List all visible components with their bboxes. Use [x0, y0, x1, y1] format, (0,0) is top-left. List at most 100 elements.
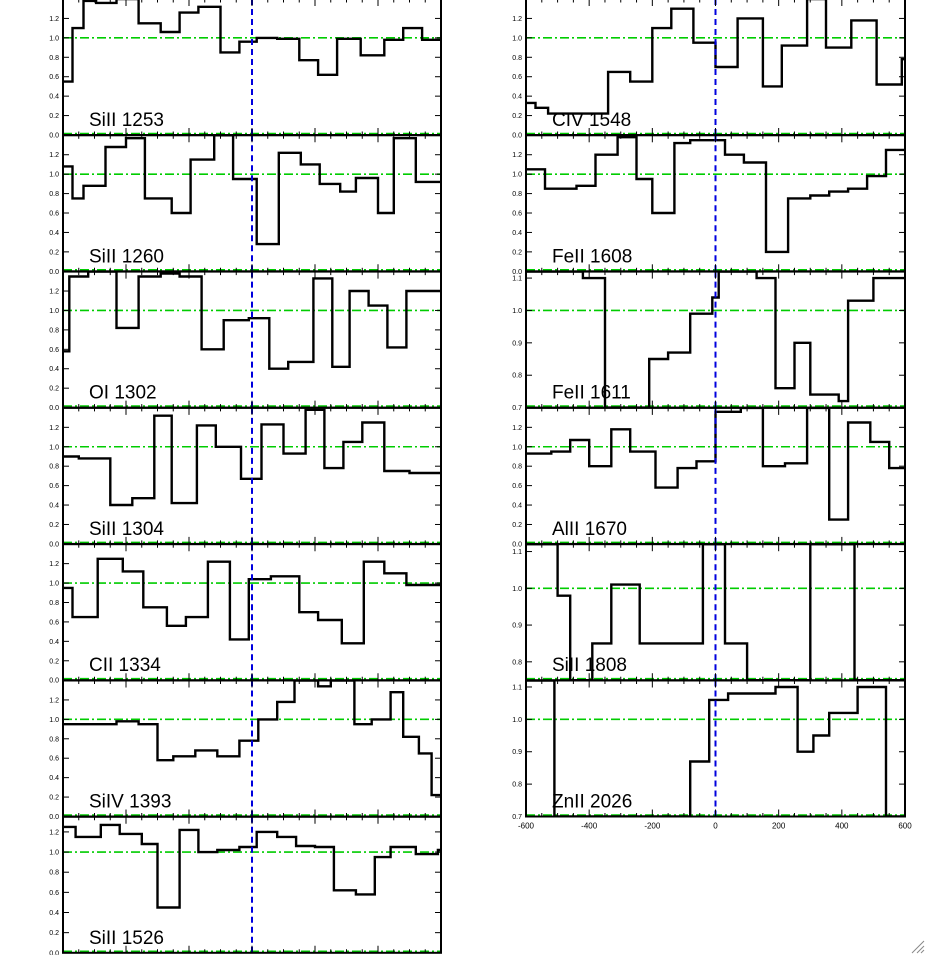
y-tick-label: 0.6: [49, 347, 59, 354]
y-tick-label: 0.6: [49, 483, 59, 490]
y-tick-label: 0.4: [512, 94, 522, 101]
ion-label: CII 1334: [89, 655, 161, 676]
y-tick-label: 0.2: [512, 249, 522, 256]
ion-label: SiII 1260: [89, 246, 164, 267]
y-tick-label: 1.2: [49, 561, 59, 568]
y-tick-label: 0.2: [49, 113, 59, 120]
y-tick-label: 0.2: [49, 930, 59, 937]
ion-label: CIV 1548: [552, 110, 631, 131]
y-tick-label: 0.6: [512, 74, 522, 81]
y-tick-label: 0.7: [512, 405, 522, 412]
y-tick-label: 0.0: [49, 541, 59, 548]
y-tick-label: 0.8: [49, 55, 59, 62]
y-tick-label: 1.1: [512, 549, 522, 556]
spectrum-step-line: [63, 680, 441, 797]
y-tick-label: 1.2: [49, 697, 59, 704]
y-tick-label: 0.0: [512, 269, 522, 276]
x-tick-label: 600: [898, 822, 912, 831]
y-tick-label: 0.2: [49, 658, 59, 665]
y-tick-label: 0.2: [49, 249, 59, 256]
y-tick-label: 0.6: [512, 483, 522, 490]
y-tick-label: 0.0: [49, 950, 59, 955]
y-tick-label: 0.4: [49, 639, 59, 646]
y-tick-label: 1.0: [49, 717, 59, 724]
y-tick-label: 0.0: [49, 133, 59, 140]
x-tick-label: 0: [713, 822, 718, 831]
y-tick-label: 1.2: [512, 16, 522, 23]
ion-label: SiII 1526: [89, 928, 164, 949]
y-tick-label: 0.6: [49, 211, 59, 218]
y-tick-label: 0.6: [49, 756, 59, 763]
panel-oi-1302: 0.00.20.40.60.81.01.2OI 1302: [49, 270, 442, 412]
y-tick-label: 1.2: [49, 829, 59, 836]
y-tick-label: 0.6: [512, 211, 522, 218]
y-tick-label: 1.0: [512, 717, 522, 724]
ion-label: AlII 1670: [552, 519, 627, 540]
y-tick-label: 0.4: [512, 503, 522, 510]
y-tick-label: 0.9: [512, 623, 522, 630]
y-tick-label: 0.9: [512, 340, 522, 347]
ion-label: SiIV 1393: [89, 792, 171, 813]
y-tick-label: 1.0: [512, 172, 522, 179]
y-tick-label: 0.8: [512, 782, 522, 789]
y-tick-label: 0.0: [49, 269, 59, 276]
y-tick-label: 0.0: [512, 133, 522, 140]
y-tick-label: 0.8: [512, 373, 522, 380]
x-tick-label: -200: [644, 822, 661, 831]
spectrum-step-line: [526, 680, 905, 817]
y-tick-label: 1.0: [49, 308, 59, 315]
y-tick-label: 0.8: [512, 191, 522, 198]
y-tick-label: 1.2: [49, 16, 59, 23]
y-tick-label: 0.4: [49, 366, 59, 373]
y-tick-label: 0.0: [512, 541, 522, 548]
resize-grip-icon[interactable]: [911, 940, 925, 954]
y-tick-label: 1.2: [49, 152, 59, 159]
y-tick-label: 0.6: [49, 74, 59, 81]
y-tick-label: 0.2: [49, 522, 59, 529]
y-tick-label: 0.2: [512, 522, 522, 529]
y-tick-label: 0.4: [49, 910, 59, 917]
y-tick-label: 1.0: [512, 35, 522, 42]
ion-label: OI 1302: [89, 383, 157, 404]
ion-label: SiII 1253: [89, 110, 164, 131]
y-tick-label: 0.0: [49, 678, 59, 685]
ion-label: SiII 1304: [89, 519, 164, 540]
ion-label: SiII 1808: [552, 655, 627, 676]
y-tick-label: 0.8: [49, 600, 59, 607]
y-tick-label: 0.2: [49, 795, 59, 802]
x-tick-label: -400: [581, 822, 598, 831]
y-tick-label: 0.8: [49, 736, 59, 743]
y-tick-label: 1.0: [49, 850, 59, 857]
spectrum-step-line: [526, 407, 905, 521]
ion-label: ZnII 2026: [552, 792, 632, 813]
y-tick-label: 1.1: [512, 276, 522, 283]
y-tick-label: 0.8: [49, 870, 59, 877]
spectrum-step-line: [63, 408, 441, 507]
x-tick-label: 200: [772, 822, 786, 831]
y-tick-label: 0.8: [49, 191, 59, 198]
y-tick-label: 0.8: [49, 327, 59, 334]
spectrum-step-line: [526, 136, 905, 254]
y-tick-label: 0.4: [512, 230, 522, 237]
y-tick-label: 1.0: [512, 444, 522, 451]
y-tick-label: 0.4: [49, 230, 59, 237]
y-tick-label: 1.1: [512, 684, 522, 691]
y-tick-label: 0.4: [49, 94, 59, 101]
spectrum-step-line: [63, 557, 441, 645]
y-tick-label: 0.8: [49, 464, 59, 471]
y-tick-label: 1.0: [49, 172, 59, 179]
y-tick-label: 1.0: [512, 586, 522, 593]
y-tick-label: 1.2: [512, 152, 522, 159]
y-tick-label: 0.6: [49, 619, 59, 626]
